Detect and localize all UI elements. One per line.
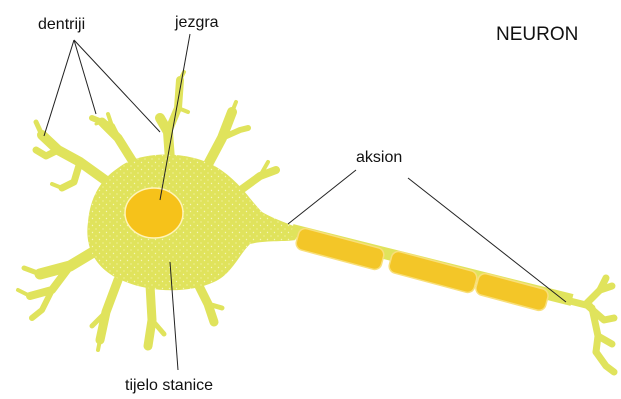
diagram-title: NEURON xyxy=(496,24,578,45)
nucleus xyxy=(125,188,183,238)
leader-axon-1 xyxy=(288,170,356,224)
label-cell-body: tijelo stanice xyxy=(125,377,213,394)
neuron-cell xyxy=(18,72,572,350)
leader-dendrites-1 xyxy=(44,40,74,136)
myelin-sheath xyxy=(295,227,550,312)
label-dendrites: dentriji xyxy=(38,16,85,33)
myelin-segment xyxy=(388,250,479,294)
label-nucleus: jezgra xyxy=(174,14,219,31)
myelin-segment xyxy=(474,272,549,312)
myelin-segment xyxy=(295,227,386,271)
leader-dendrites-3 xyxy=(74,40,160,132)
axon-terminals xyxy=(566,278,614,372)
label-axon: aksion xyxy=(356,149,402,166)
